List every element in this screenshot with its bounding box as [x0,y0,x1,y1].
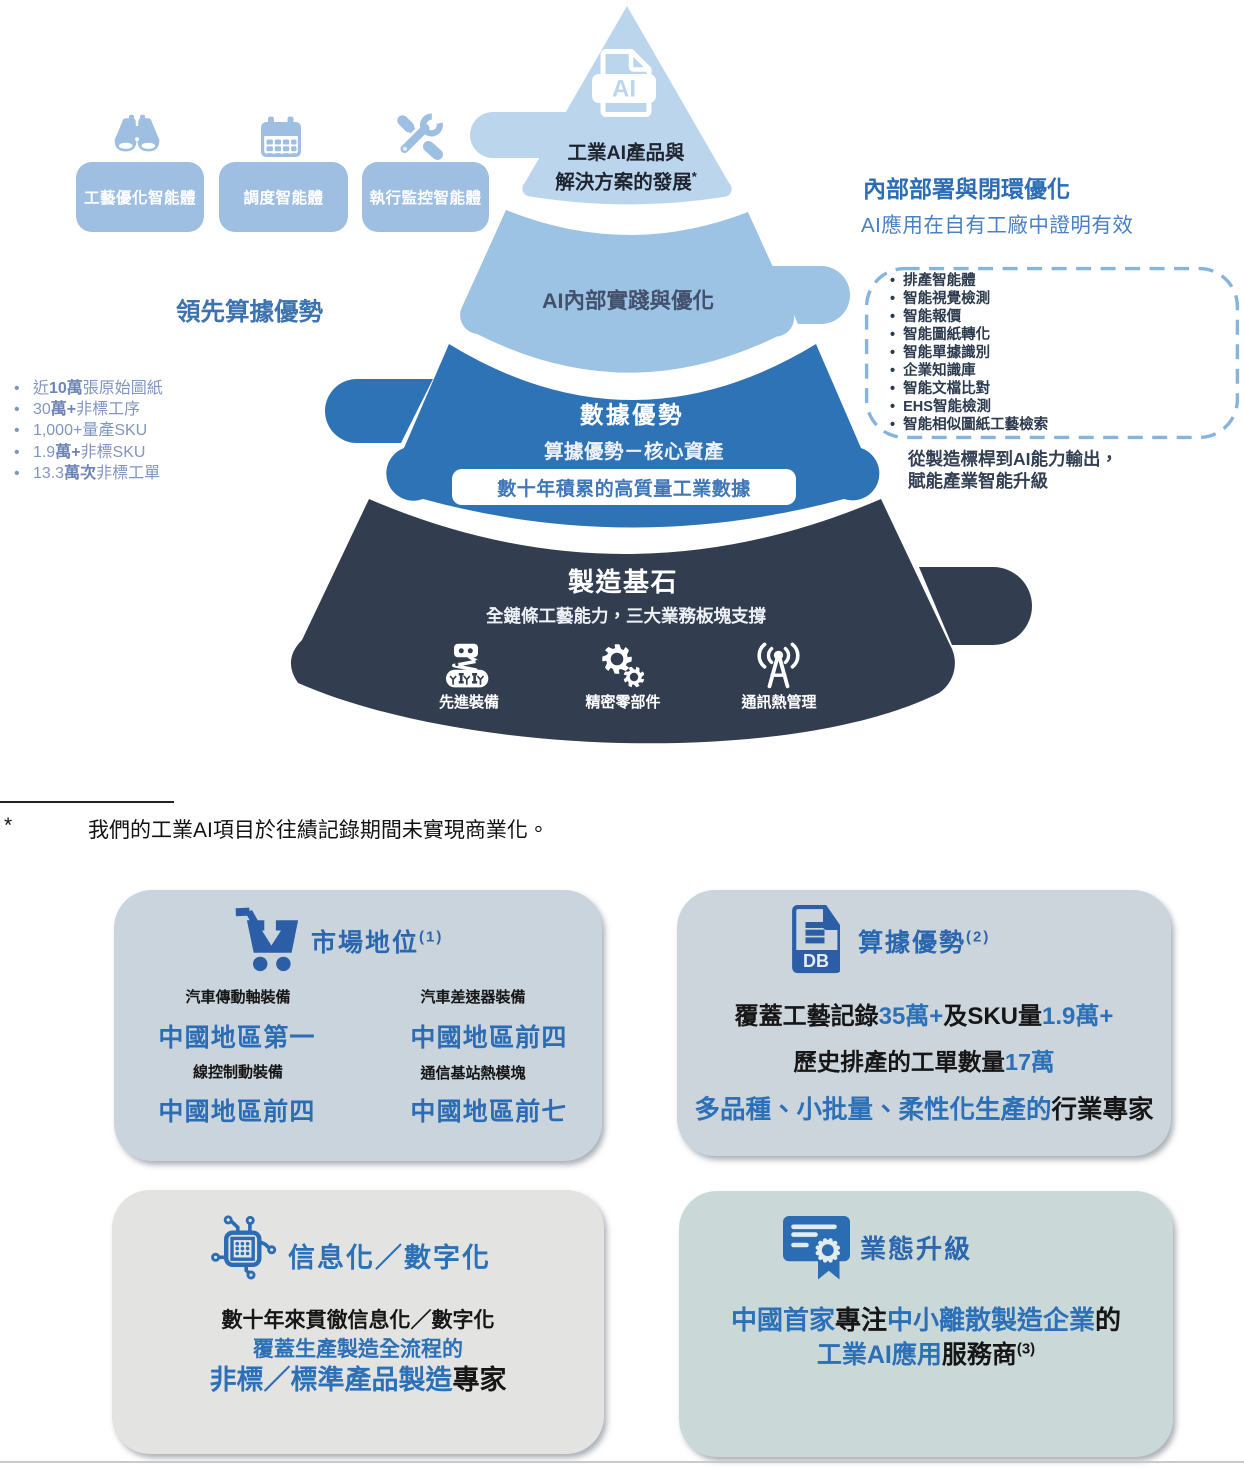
svg-text:AI: AI [612,76,636,103]
svg-text:DB: DB [803,951,829,971]
